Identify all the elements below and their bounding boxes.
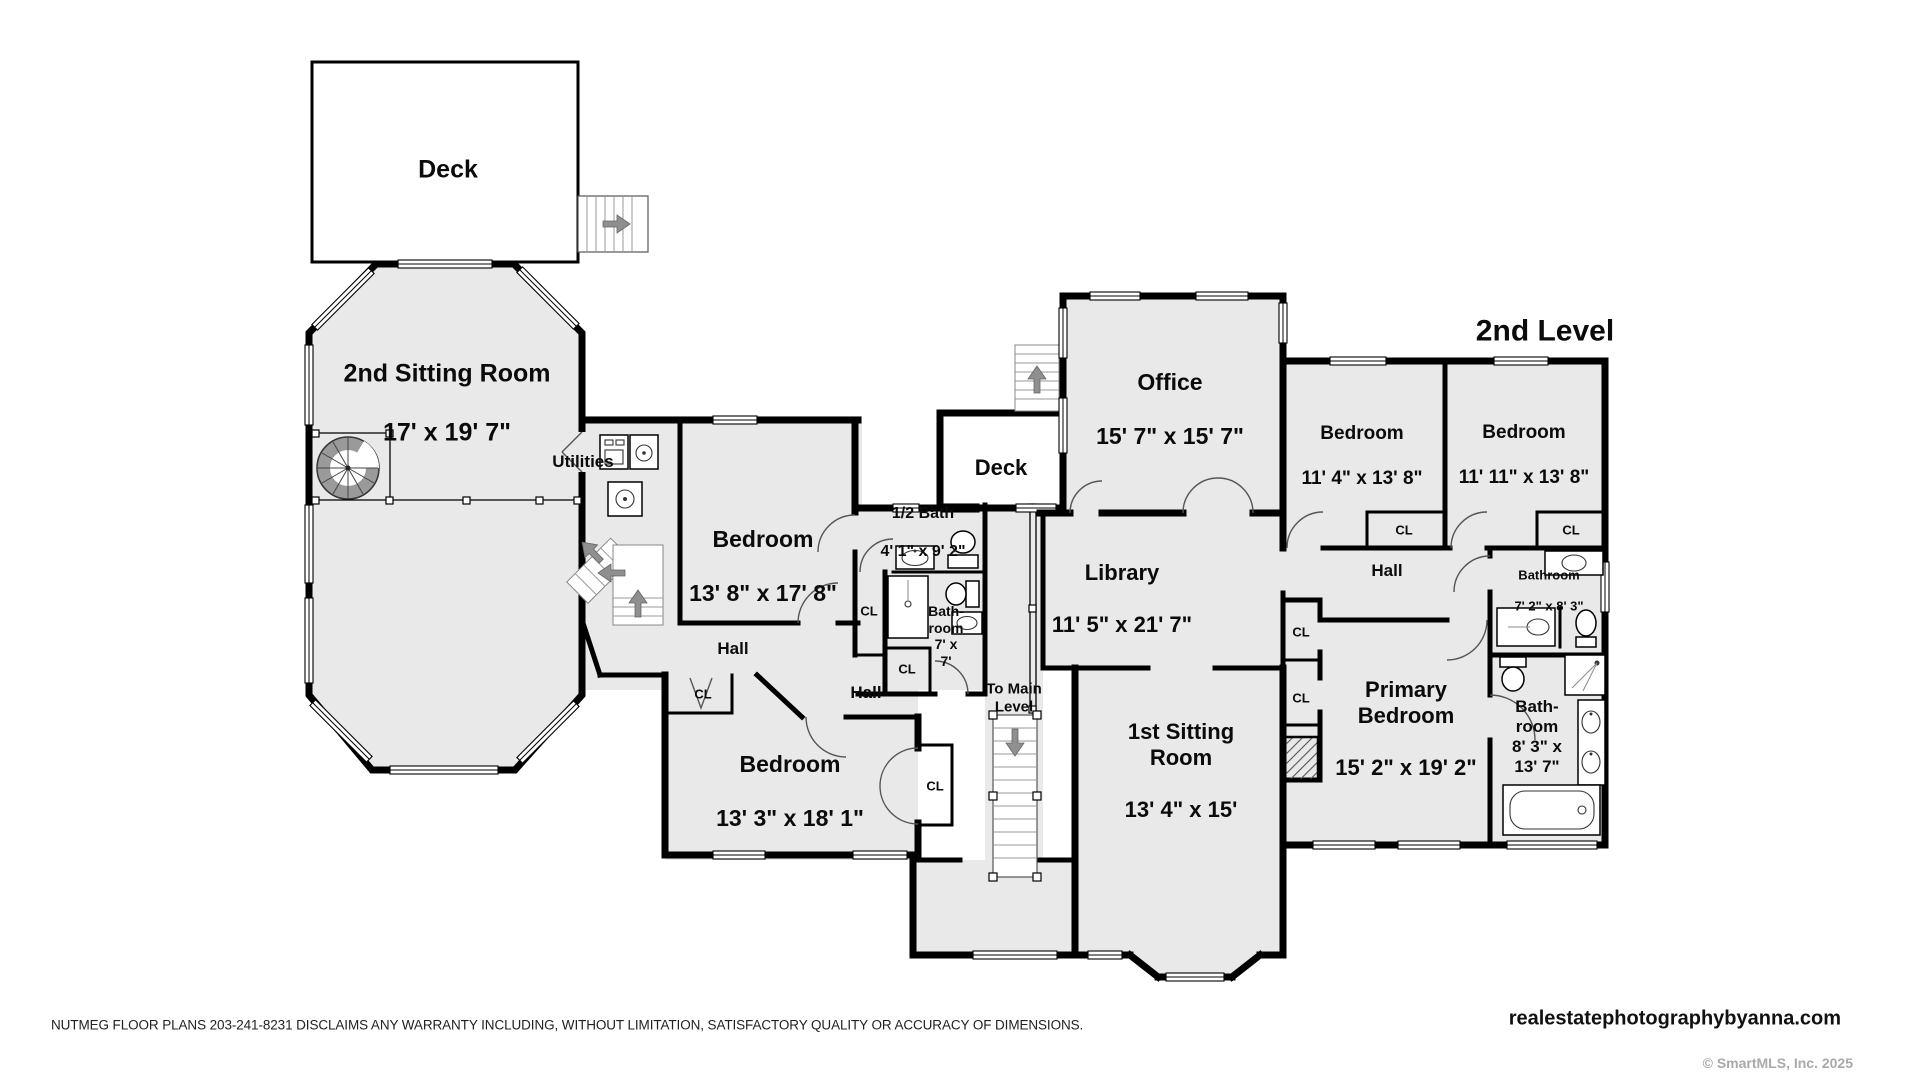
deck-middle xyxy=(936,409,1067,513)
sink-icon xyxy=(1544,550,1604,576)
bifold-door-icon xyxy=(689,677,713,711)
toilet-icon xyxy=(1499,656,1527,692)
stairs-icon xyxy=(566,535,664,626)
center-doors xyxy=(689,514,969,825)
footer-copyright: © SmartMLS, Inc. 2025 xyxy=(1702,1055,1853,1071)
footer-disclaimer: NUTMEG FLOOR PLANS 203-241-8231 DISCLAIM… xyxy=(51,1017,1084,1033)
toilet-icon xyxy=(947,530,979,569)
water-heater-icon xyxy=(607,481,643,517)
double-vanity-icon xyxy=(1577,699,1606,786)
octagon-windows xyxy=(304,259,580,775)
deck-top xyxy=(310,60,649,264)
spiral-staircase-icon xyxy=(316,436,380,500)
shower-icon xyxy=(887,575,929,639)
exterior-stairs-icon xyxy=(1014,344,1060,412)
right-wing-windows xyxy=(1312,356,1610,850)
sink-icon xyxy=(1496,607,1556,647)
toilet-icon xyxy=(1575,609,1597,648)
chimney-hatch xyxy=(1283,735,1320,782)
toilet-icon xyxy=(945,580,980,608)
right-wing-doors xyxy=(1286,511,1536,741)
floor-areas xyxy=(309,264,1605,977)
sink-icon xyxy=(951,611,983,635)
balcony-railing xyxy=(311,429,582,505)
deck-stairs-icon xyxy=(577,195,649,253)
bathtub-icon xyxy=(1502,784,1601,836)
washer-dryer-icon xyxy=(599,434,659,470)
footer-website: realestatephotographybyanna.com xyxy=(1508,1007,1841,1030)
office-windows xyxy=(1058,291,1288,982)
sink-icon xyxy=(895,545,935,570)
office-doors xyxy=(1069,477,1254,514)
shower-icon xyxy=(1564,654,1606,696)
